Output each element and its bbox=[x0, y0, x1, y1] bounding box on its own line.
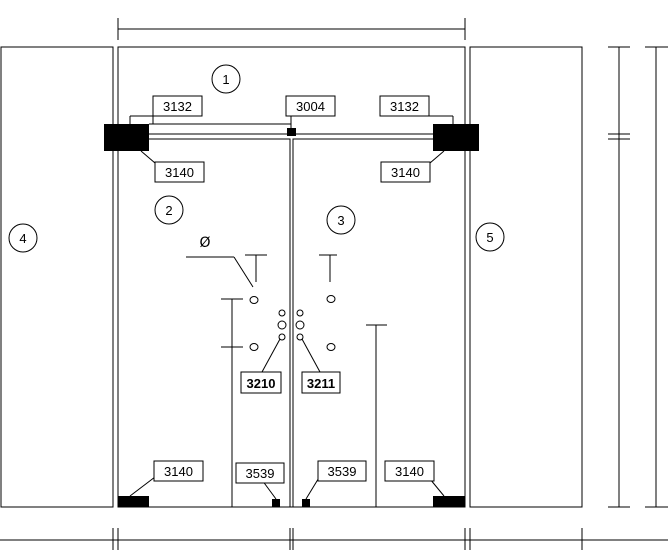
label-3210: 3210 bbox=[240, 371, 282, 394]
handle-holes bbox=[249, 295, 336, 351]
svg-text:3: 3 bbox=[337, 213, 344, 228]
svg-text:4: 4 bbox=[19, 231, 26, 246]
label-3539-left: 3539 bbox=[235, 462, 285, 484]
handle-dimension-lines bbox=[186, 254, 387, 507]
svg-text:3210: 3210 bbox=[247, 376, 276, 391]
floor-bolt-left bbox=[272, 499, 280, 507]
label-3539-right: 3539 bbox=[317, 460, 367, 482]
zone-marker-4: 4 bbox=[8, 223, 38, 253]
svg-text:3140: 3140 bbox=[165, 165, 194, 180]
right-dimension-lines bbox=[608, 46, 668, 508]
svg-text:3004: 3004 bbox=[296, 99, 325, 114]
label-3140-top-right: 3140 bbox=[380, 161, 431, 183]
svg-text:2: 2 bbox=[165, 203, 172, 218]
top-dimension-line bbox=[117, 18, 466, 40]
bottom-dimension-line bbox=[0, 528, 668, 550]
svg-text:3539: 3539 bbox=[246, 466, 275, 481]
door-leaf-right bbox=[292, 138, 466, 508]
top-pivot-left bbox=[118, 139, 149, 151]
label-3004: 3004 bbox=[285, 95, 336, 117]
bottom-pivot-right bbox=[433, 496, 465, 507]
label-3140-top-left: 3140 bbox=[154, 161, 205, 183]
svg-text:3132: 3132 bbox=[163, 99, 192, 114]
floor-bolt-right bbox=[302, 499, 310, 507]
zone-marker-2: 2 bbox=[154, 195, 184, 225]
svg-text:3211: 3211 bbox=[307, 376, 335, 391]
door-leaf-left bbox=[117, 138, 291, 508]
side-panel-right bbox=[469, 46, 583, 508]
label-3132-left: 3132 bbox=[152, 95, 203, 117]
svg-text:3140: 3140 bbox=[164, 464, 193, 479]
diameter-symbol: Ø bbox=[199, 235, 210, 251]
bottom-pivot-left bbox=[118, 496, 149, 507]
svg-text:3539: 3539 bbox=[328, 464, 357, 479]
label-3132-right: 3132 bbox=[379, 95, 430, 117]
label-3211: 3211 bbox=[301, 371, 341, 394]
side-panel-left bbox=[0, 46, 114, 508]
zone-marker-5: 5 bbox=[475, 222, 505, 252]
svg-text:3132: 3132 bbox=[390, 99, 419, 114]
svg-text:3140: 3140 bbox=[395, 464, 424, 479]
svg-text:3140: 3140 bbox=[391, 165, 420, 180]
zone-marker-1: 1 bbox=[211, 64, 241, 94]
label-3140-bottom-left: 3140 bbox=[153, 460, 204, 482]
svg-text:1: 1 bbox=[222, 72, 229, 87]
center-lock bbox=[287, 128, 296, 136]
label-3140-bottom-right: 3140 bbox=[384, 460, 435, 482]
leader-lines bbox=[129, 115, 454, 500]
svg-text:5: 5 bbox=[486, 230, 493, 245]
top-pivot-right bbox=[433, 139, 465, 151]
zone-marker-3: 3 bbox=[326, 205, 356, 235]
